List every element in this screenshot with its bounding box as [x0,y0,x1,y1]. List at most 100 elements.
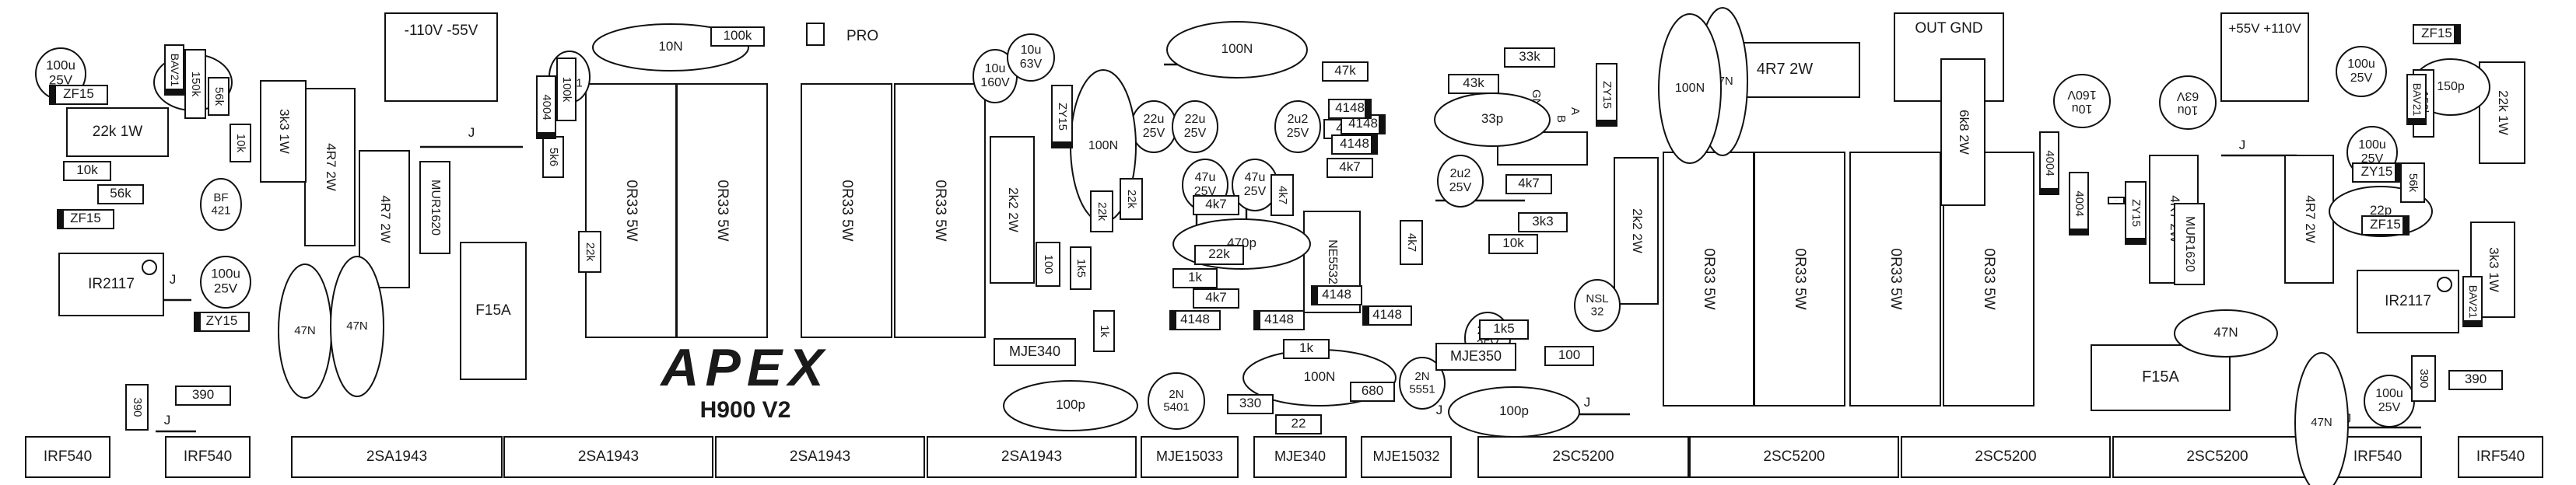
component-resistor: 22k [1090,190,1113,232]
component-transistor: MJE350 [1435,343,1516,371]
jumper-label: J [468,125,475,140]
component-resistor: 10k [230,124,251,162]
component-label: MJE350 [1450,348,1502,364]
component-label: 4004 [2073,190,2086,216]
component-label: 390 [131,397,144,417]
component-label: 2SA1943 [790,448,850,465]
component-label: 10k [234,134,247,153]
component-label: IRF540 [2476,448,2525,465]
component-diode: 4148 [1253,310,1305,330]
component-diode: BAV21 [2462,276,2483,327]
component-label: 150p [2437,80,2465,93]
component-label: 43k [1463,75,1484,90]
component-label: 5k6 [547,148,560,166]
component-label: F15A [2142,368,2179,386]
component-label: 33p [1481,111,1503,126]
component-capacitor: 47N [2174,309,2278,358]
component-resistor: 100 [1544,346,1594,366]
component-resistor: 33k [1504,47,1555,68]
component-label: 2k2 2W [1006,187,1021,232]
component-resistor: 56k [208,77,230,116]
component-label: 1k [1299,340,1313,355]
component-resistor: 3k3 [1518,212,1568,232]
component-label: 4148 [1372,307,1402,322]
component-diode: 4004 [2039,131,2059,195]
component-label: 2SA1943 [1001,448,1062,465]
component-label: MUR1620 [429,180,442,236]
component-label: 100k [560,77,573,103]
component-capacitor: 100p [1003,380,1138,431]
model-name: H900 V2 [700,397,791,423]
supply-terminal-positive: +55V +110V [2220,12,2309,102]
svg-text:A: A [1568,107,1582,115]
jumper-label: J [2239,138,2246,152]
component-label: ZF15 [2421,26,2452,40]
component-diode: 4148 [1311,285,1362,305]
component-label: 10k [76,162,98,177]
component-resistor: 22k 1W [66,107,169,157]
jumper-label: J [170,272,177,287]
component-label: 0R33 5W [1981,248,1997,309]
component-label: 150k [189,72,202,97]
component-resistor: 390 [125,384,149,431]
component-transistor: IRF540 [165,436,251,478]
component-label: 47N [346,319,368,333]
component-transistor: 2SC5200 [1901,436,2111,478]
component-resistor: 4R7 2W [304,88,356,246]
component-resistor: 4k7 [1270,174,1294,216]
component-diode: 4148 [1362,305,1412,326]
component-diode: MUR1620 [419,161,450,254]
component-diode: ZY15 [1051,85,1073,148]
component-resistor: 150k [184,49,206,119]
jumper-label: J [1436,403,1443,417]
component-transistor: 2SA1943 [291,436,503,478]
component-label: 47N [2213,325,2238,340]
component-resistor: 47k [1322,61,1369,82]
component-label: MJE15032 [1372,448,1439,464]
component-label: BAV21 [2411,83,2424,117]
component-label: 100p [1056,397,1085,412]
component-label: 100N [1221,41,1253,56]
component-resistor: 0R33 5W [1849,152,1941,406]
component-label: 1k [1098,325,1111,337]
svg-text:OUT GND: OUT GND [1915,20,1982,37]
component-diode: MUR1620 [2174,203,2205,285]
component-resistor: 1k [1093,310,1115,352]
component-resistor: 4k7 [1400,220,1423,265]
component-resistor: 100k [556,58,577,121]
component-label: 2SC5200 [1975,448,2036,465]
component-label: 100k [724,28,752,43]
component-label: MJE15033 [1156,448,1223,464]
component-label: BAV21 [2467,285,2480,319]
component-ic: IR2117 [2357,270,2459,333]
component-resistor: 2k2 2W [1614,157,1659,305]
component-diode: BAV21 [164,44,184,96]
component-label: ZY15 [206,313,238,328]
component-label: 47N [2311,416,2332,429]
pro-jumper[interactable]: PRO [806,23,878,46]
component-transistor: 2SC5200 [1477,436,1689,478]
component-label: 56k [110,186,131,201]
component-diode: ZF15 [2413,24,2461,44]
component-label: IRF540 [2353,448,2402,465]
component-label: ZY15 [2129,199,2143,227]
component-label: 4148 [1340,136,1369,151]
component-capacitor: 47N [330,256,384,397]
component-transistor: 2SC5200 [2112,436,2322,478]
component-label: 47k [1334,63,1356,78]
component-resistor: 330 [1227,394,1274,414]
component-resistor: 100k [710,26,765,47]
component-diode: BAV21 [2108,197,2125,204]
